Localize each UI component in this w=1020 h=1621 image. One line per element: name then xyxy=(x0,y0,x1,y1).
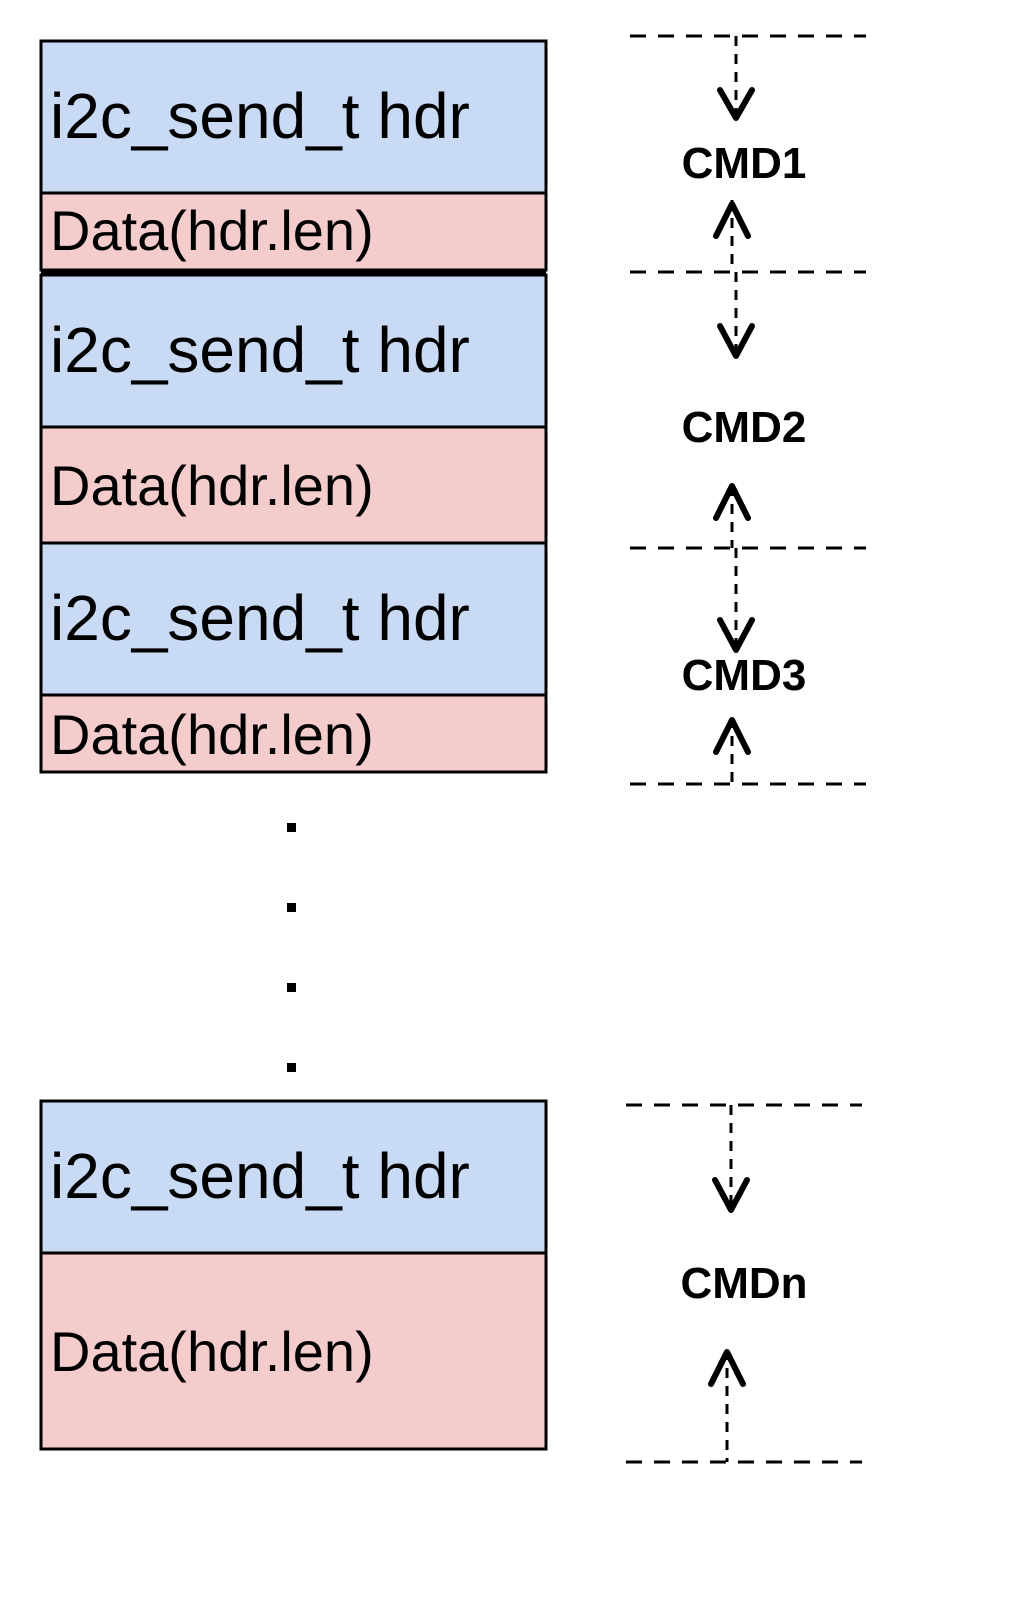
up-arrow-icon xyxy=(708,1349,746,1387)
header-label-3: i2c_send_t hdr xyxy=(50,582,470,654)
cmdn-span: CMDn xyxy=(680,1105,808,1462)
ellipsis-dot xyxy=(287,1063,296,1072)
down-arrow-icon xyxy=(717,323,755,359)
ellipsis-dot xyxy=(287,903,296,912)
cmd3-span: CMD3 xyxy=(682,548,807,784)
cmd1-label: CMD1 xyxy=(682,139,807,188)
header-label-1: i2c_send_t hdr xyxy=(50,80,470,152)
cmd3-label: CMD3 xyxy=(682,651,807,700)
ellipsis-dots xyxy=(287,823,296,1072)
data-label-2: Data(hdr.len) xyxy=(50,454,374,517)
up-arrow-icon xyxy=(713,201,751,239)
data-label-3: Data(hdr.len) xyxy=(50,703,374,766)
header-box-n xyxy=(39,1099,548,1255)
data-box-n xyxy=(39,1251,548,1451)
command-block-2: i2c_send_t hdr Data(hdr.len) xyxy=(39,273,548,545)
ellipsis-dot xyxy=(287,983,296,992)
header-box-1 xyxy=(39,39,548,195)
header-box-3 xyxy=(39,541,548,697)
cmd1-span: CMD1 xyxy=(682,36,807,272)
data-box-1 xyxy=(39,191,548,272)
data-box-3 xyxy=(39,693,548,774)
up-arrow-icon xyxy=(713,483,751,521)
down-arrow-icon xyxy=(712,1177,750,1213)
command-span-annotations: CMD1 CMD2 CMD3 CMDn xyxy=(626,34,866,1464)
down-arrow-icon xyxy=(717,617,755,653)
data-label-1: Data(hdr.len) xyxy=(50,199,374,262)
down-arrow-icon xyxy=(717,87,755,121)
command-block-3: i2c_send_t hdr Data(hdr.len) xyxy=(39,541,548,774)
header-label-n: i2c_send_t hdr xyxy=(50,1140,470,1212)
data-label-n: Data(hdr.len) xyxy=(50,1320,374,1383)
cmd2-span: CMD2 xyxy=(682,272,807,548)
cmdn-label: CMDn xyxy=(680,1259,807,1308)
ellipsis-dot xyxy=(287,823,296,832)
data-box-2 xyxy=(39,425,548,545)
header-label-2: i2c_send_t hdr xyxy=(50,314,470,386)
command-block-1: i2c_send_t hdr Data(hdr.len) xyxy=(39,39,548,272)
cmd2-label: CMD2 xyxy=(682,403,807,452)
up-arrow-icon xyxy=(713,717,751,755)
command-block-n: i2c_send_t hdr Data(hdr.len) xyxy=(39,1099,548,1451)
